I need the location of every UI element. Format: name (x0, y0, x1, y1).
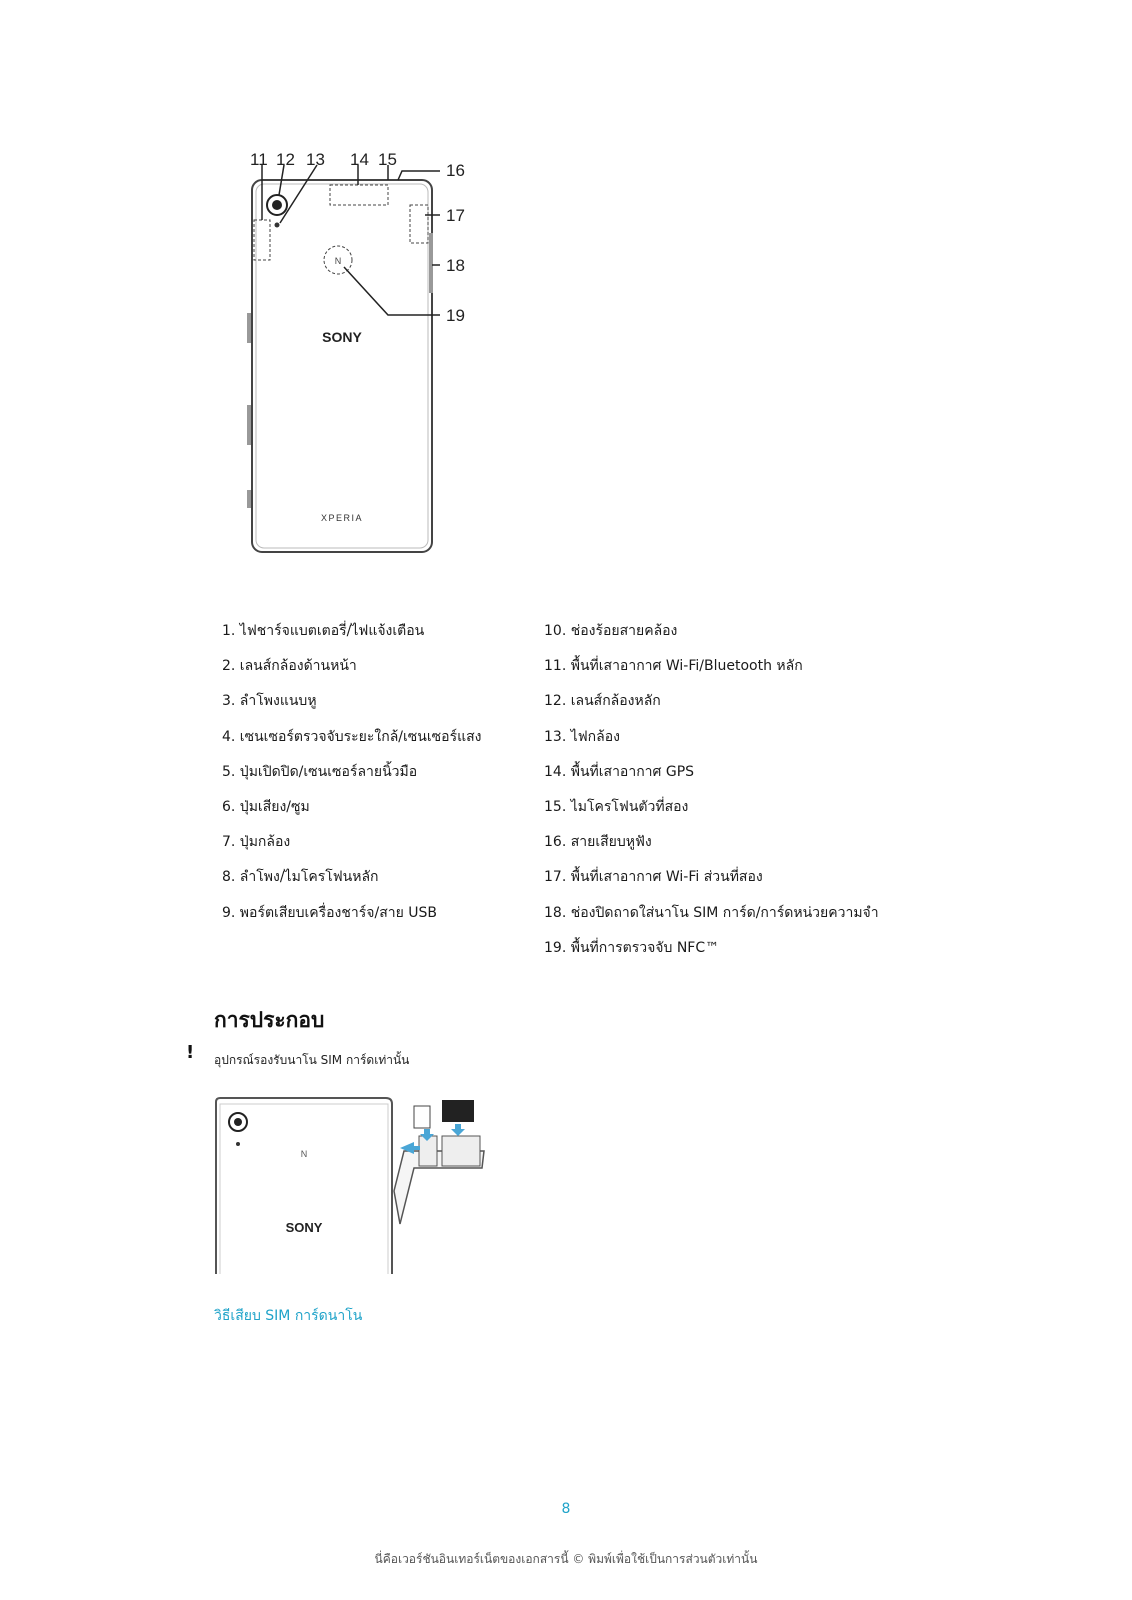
main-camera-lens-center (272, 200, 282, 210)
legend-item: 4. เซนเซอร์ตรวจจับระยะใกล้/เซนเซอร์แสง (222, 728, 482, 745)
phone-rear-diagram: N SONY XPERIA 11 12 13 14 15 16 17 18 19 (247, 150, 465, 553)
sim-insertion-illustration: N SONY (215, 1097, 485, 1274)
nano-sim-card (413, 1105, 431, 1129)
phone-inner-edge (255, 183, 429, 549)
callout-15: 15 (378, 150, 397, 169)
memory-card (442, 1100, 474, 1122)
phone-outline (215, 1097, 393, 1274)
nfc-icon: N (301, 1149, 308, 1159)
side-button-left-3 (247, 490, 251, 508)
legend-left-column: 1. ไฟชาร์จแบตเตอรี่/ไฟแจ้งเตือน 2. เลนส์… (222, 614, 542, 931)
legend-item: 6. ปุ่มเสียง/ซูม (222, 799, 310, 816)
xperia-logo: XPERIA (321, 513, 363, 523)
legend-item: 8. ลำโพง/ไมโครโฟนหลัก (222, 869, 379, 886)
legend-item: 15. ไมโครโฟนตัวที่สอง (544, 799, 689, 816)
nfc-area (323, 245, 353, 275)
legend-item: 1. ไฟชาร์จแบตเตอรี่/ไฟแจ้งเตือน (222, 623, 425, 639)
nfc-icon: N (335, 256, 342, 266)
legend-item: 5. ปุ่มเปิดปิด/เซนเซอร์ลายนิ้วมือ (222, 763, 418, 780)
callout-18: 18 (446, 256, 465, 275)
callout-16: 16 (446, 161, 465, 180)
sony-logo: SONY (322, 329, 362, 345)
callout-19: 19 (446, 306, 465, 325)
wifi-antenna-second-area (409, 204, 429, 244)
legend-item: 17. พื้นที่เสาอากาศ Wi-Fi ส่วนที่สอง (544, 869, 763, 886)
callout-17: 17 (446, 206, 465, 225)
note-text: อุปกรณ์รองรับนาโน SIM การ์ดเท่านั้น (214, 1053, 410, 1067)
legend-item: 18. ช่องปิดถาดใส่นาโน SIM การ์ด/การ์ดหน่… (544, 904, 879, 921)
sony-logo: SONY (286, 1220, 323, 1235)
callout-12: 12 (276, 150, 295, 169)
nano-sim-slot (418, 1135, 438, 1167)
warning-icon: ! (186, 1042, 195, 1063)
section-title: การประกอบ (214, 1008, 325, 1032)
legend-item: 7. ปุ่มกล้อง (222, 834, 291, 851)
phone-inner-outline (219, 1103, 389, 1274)
legend-item: 13. ไฟกล้อง (544, 728, 620, 745)
legend-item: 19. พื้นที่การตรวจจับ NFC™ (544, 939, 720, 956)
camera-lens-center (234, 1118, 242, 1126)
legend-item: 9. พอร์ตเสียบเครื่องชาร์จ/สาย USB (222, 904, 437, 921)
legend-item: 2. เลนส์กล้องด้านหน้า (222, 658, 357, 675)
callout-11: 11 (250, 150, 268, 169)
legend-item: 16. สายเสียบหูฟัง (544, 834, 652, 851)
memory-card-slot (441, 1135, 481, 1167)
side-button-left-2 (247, 405, 251, 445)
arrow-icon (451, 1124, 465, 1136)
arrow-icon (420, 1129, 434, 1141)
gps-antenna-area (329, 184, 389, 206)
camera-flash (236, 1142, 240, 1146)
arrow-icon (400, 1142, 420, 1154)
legend-item: 11. พื้นที่เสาอากาศ Wi-Fi/Bluetooth หลัก (544, 658, 803, 675)
camera-flash (274, 222, 280, 228)
legend-item: 3. ลำโพงแนบหู (222, 693, 317, 710)
footer-text: นี่คือเวอร์ชันอินเทอร์เน็ตของเอกสารนี้ ©… (374, 1552, 758, 1566)
legend-item: 12. เลนส์กล้องหลัก (544, 693, 661, 710)
nano-sim-insert-link[interactable]: วิธีเสียบ SIM การ์ดนาโน (214, 1308, 363, 1324)
side-button-top (429, 233, 433, 293)
callout-13: 13 (306, 150, 325, 169)
callout-14: 14 (350, 150, 369, 169)
page-number: 8 (561, 1501, 571, 1517)
phone-body (251, 179, 433, 553)
legend-item: 14. พื้นที่เสาอากาศ GPS (544, 763, 695, 780)
side-button-left-1 (247, 313, 251, 343)
legend-item: 10. ช่องร้อยสายคล้อง (544, 623, 678, 639)
legend-right-column: 10. ช่องร้อยสายคล้อง 11. พื้นที่เสาอากาศ… (544, 614, 944, 966)
